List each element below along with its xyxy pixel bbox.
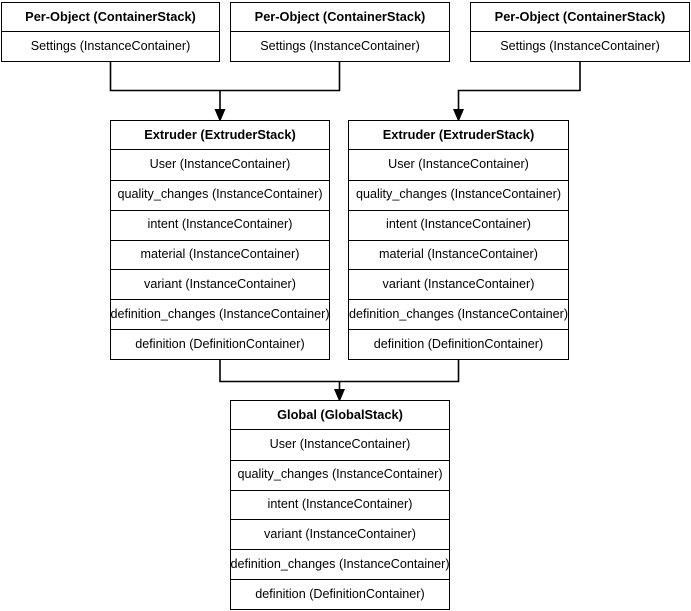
- node-per-object-2[interactable]: Per-Object (ContainerStack) Settings (In…: [230, 2, 450, 62]
- node-extruder-1-row-material: material (InstanceContainer): [111, 239, 329, 270]
- node-extruder-1-header: Extruder (ExtruderStack): [111, 121, 329, 150]
- edge-extruder-1-to-global: [219, 360, 340, 383]
- edge-extruder-2-to-global: [339, 360, 460, 383]
- node-per-object-3[interactable]: Per-Object (ContainerStack) Settings (In…: [470, 2, 690, 62]
- node-extruder-2-row-quality-changes: quality_changes (InstanceContainer): [349, 179, 568, 210]
- node-per-object-1-header: Per-Object (ContainerStack): [2, 3, 219, 32]
- node-extruder-2-header: Extruder (ExtruderStack): [349, 121, 568, 150]
- node-global-stack-row-intent: intent (InstanceContainer): [231, 489, 449, 520]
- node-global-stack-header: Global (GlobalStack): [231, 401, 449, 430]
- edge-per-object-2-to-extruder-1: [220, 62, 341, 92]
- node-extruder-1-row-user: User (InstanceContainer): [111, 149, 329, 180]
- node-per-object-3-header: Per-Object (ContainerStack): [471, 3, 689, 32]
- node-extruder-2-row-variant: variant (InstanceContainer): [349, 269, 568, 300]
- node-extruder-1-row-variant: variant (InstanceContainer): [111, 269, 329, 300]
- node-global-stack-row-definition-changes: definition_changes (InstanceContainer): [230, 549, 450, 580]
- node-global-stack-row-user: User (InstanceContainer): [231, 429, 449, 460]
- node-global-stack-row-variant: variant (InstanceContainer): [231, 519, 449, 550]
- node-per-object-1[interactable]: Per-Object (ContainerStack) Settings (In…: [1, 2, 220, 62]
- node-extruder-1[interactable]: Extruder (ExtruderStack) User (InstanceC…: [110, 120, 330, 360]
- node-per-object-2-header: Per-Object (ContainerStack): [231, 3, 449, 32]
- node-extruder-2-row-user: User (InstanceContainer): [349, 149, 568, 180]
- node-extruder-2-row-intent: intent (InstanceContainer): [349, 209, 568, 240]
- node-extruder-1-row-intent: intent (InstanceContainer): [111, 209, 329, 240]
- node-extruder-2-row-definition-changes: definition_changes (InstanceContainer): [349, 299, 568, 330]
- node-per-object-1-row-settings: Settings (InstanceContainer): [2, 32, 219, 61]
- node-extruder-2-row-definition: definition (DefinitionContainer): [349, 329, 568, 359]
- node-extruder-2[interactable]: Extruder (ExtruderStack) User (InstanceC…: [348, 120, 569, 360]
- node-extruder-1-row-quality-changes: quality_changes (InstanceContainer): [111, 179, 329, 210]
- node-extruder-2-row-material: material (InstanceContainer): [349, 239, 568, 270]
- node-extruder-1-row-definition-changes: definition_changes (InstanceContainer): [110, 299, 330, 330]
- node-per-object-3-row-settings: Settings (InstanceContainer): [471, 32, 689, 61]
- node-global-stack[interactable]: Global (GlobalStack) User (InstanceConta…: [230, 400, 450, 610]
- edge-per-object-1-to-extruder-1: [109, 62, 220, 92]
- node-global-stack-row-definition: definition (DefinitionContainer): [231, 579, 449, 610]
- node-extruder-1-row-definition: definition (DefinitionContainer): [111, 329, 329, 359]
- node-per-object-2-row-settings: Settings (InstanceContainer): [231, 32, 449, 61]
- edge-per-object-3-to-extruder-2: [457, 62, 581, 112]
- node-global-stack-row-quality-changes: quality_changes (InstanceContainer): [231, 459, 449, 490]
